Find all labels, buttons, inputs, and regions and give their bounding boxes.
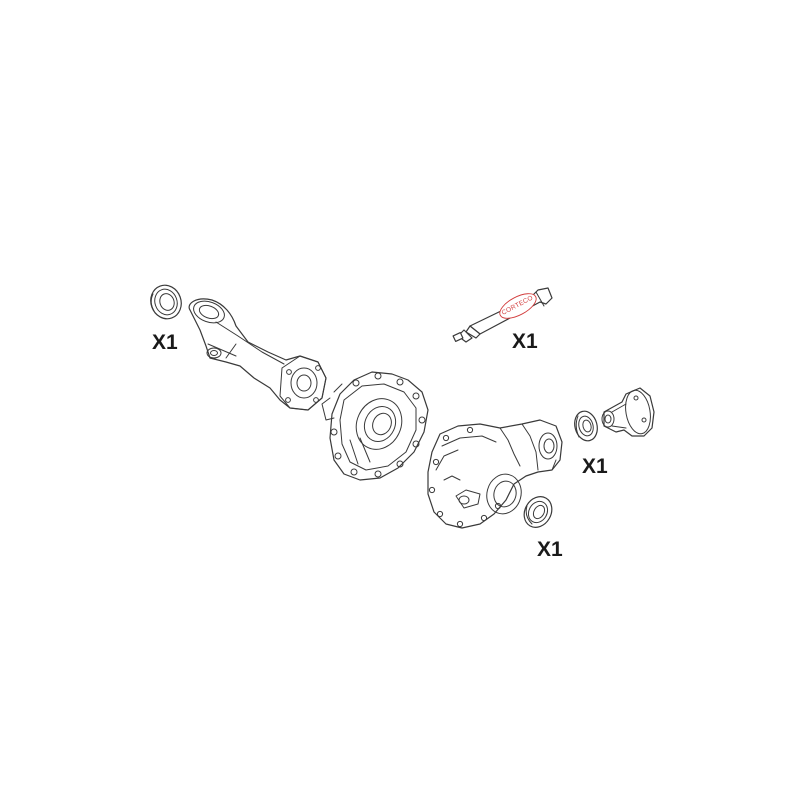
qty-label-seal-right: X1 — [582, 455, 608, 478]
qty-label-seal-left: X1 — [152, 331, 178, 354]
seal-ring-bottom — [523, 496, 553, 528]
qty-label-seal-bottom: X1 — [537, 538, 563, 561]
output-flange — [601, 387, 655, 437]
seal-ring-right — [574, 410, 598, 442]
qty-label-sealant: X1 — [512, 330, 538, 353]
sealant-tube: CORTECO — [452, 287, 553, 343]
differential-cover — [321, 371, 429, 481]
seal-ring-left — [150, 284, 182, 320]
axle-tube — [188, 298, 327, 411]
differential-carrier — [427, 419, 563, 529]
